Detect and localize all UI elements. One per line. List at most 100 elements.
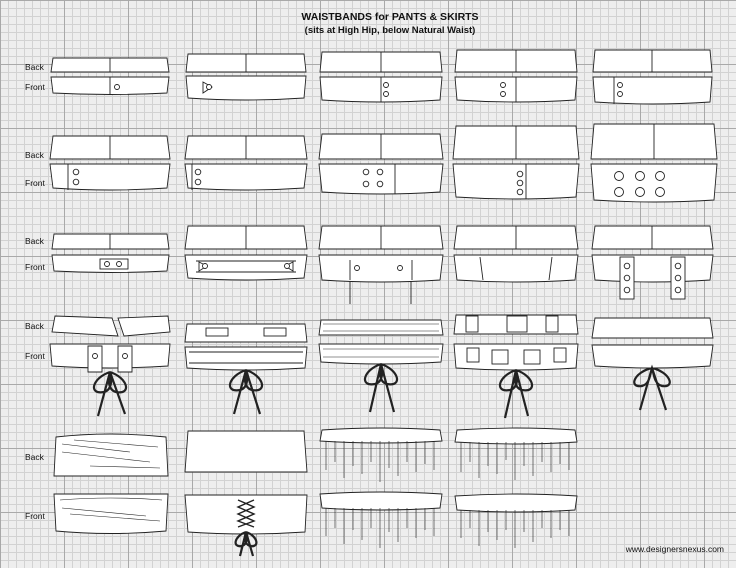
waistband-r4c1 xyxy=(49,315,171,417)
waistband-r5c4 xyxy=(454,427,578,548)
back-band xyxy=(53,433,169,477)
row3-back-label: Back xyxy=(25,236,44,246)
button xyxy=(655,171,665,181)
button xyxy=(383,82,389,88)
front-band xyxy=(49,343,171,369)
button xyxy=(284,263,290,269)
row2-front-label: Front xyxy=(25,178,45,188)
button xyxy=(516,170,524,178)
button xyxy=(114,84,120,90)
button xyxy=(376,168,384,176)
waistband-r1c1 xyxy=(50,57,170,95)
front-band xyxy=(49,163,171,191)
waistband-r1c3 xyxy=(319,51,443,103)
tie-cord xyxy=(499,368,533,419)
waistband-r1c4 xyxy=(454,49,578,103)
tie-cord xyxy=(93,370,127,417)
button xyxy=(623,262,631,270)
button xyxy=(614,171,624,181)
front-band xyxy=(53,493,169,534)
row2-back-label: Back xyxy=(25,150,44,160)
row4-back-label: Back xyxy=(25,321,44,331)
row3-front-label: Front xyxy=(25,262,45,272)
row1-back-label: Back xyxy=(25,62,44,72)
button xyxy=(500,91,506,97)
title-text: WAISTBANDS for PANTS & SKIRTS xyxy=(301,11,479,23)
button xyxy=(194,168,202,176)
row4-front-label: Front xyxy=(25,351,45,361)
subtitle-text: (sits at High Hip, below Natural Waist) xyxy=(304,25,476,36)
front-band xyxy=(318,254,444,283)
back-band xyxy=(318,319,444,336)
front-band xyxy=(318,343,444,365)
waistband-r3c4 xyxy=(453,225,579,283)
button xyxy=(72,178,80,186)
tie-cord xyxy=(364,362,398,413)
diagram-title: WAISTBANDS for PANTS & SKIRTS (sits at H… xyxy=(200,11,580,37)
waistband-r2c3 xyxy=(318,133,444,195)
button xyxy=(617,82,623,88)
waistband-r2c1 xyxy=(49,135,171,191)
back-band xyxy=(184,323,308,343)
button xyxy=(104,261,110,267)
button-tab xyxy=(99,258,129,270)
front-band xyxy=(184,494,308,535)
waistband-r4c3 xyxy=(318,319,444,413)
button xyxy=(92,353,98,359)
button xyxy=(354,265,360,271)
button xyxy=(623,286,631,294)
front-band xyxy=(590,163,718,203)
button xyxy=(383,91,389,97)
back-collar xyxy=(51,315,119,337)
tie-cord xyxy=(229,368,263,415)
front-band xyxy=(591,254,714,283)
button xyxy=(202,263,208,269)
front-band xyxy=(591,344,714,369)
front-band xyxy=(318,163,444,195)
row5-front-label: Front xyxy=(25,511,45,521)
front-band xyxy=(453,254,579,283)
button xyxy=(655,187,665,197)
button xyxy=(674,262,682,270)
back-band xyxy=(591,317,714,339)
button xyxy=(362,180,370,188)
waistband-r3c5 xyxy=(591,225,714,300)
waistband-r3c1 xyxy=(51,233,170,273)
front-band xyxy=(319,491,443,511)
waistband-r5c3 xyxy=(319,427,443,548)
front-band xyxy=(184,163,308,191)
waistband-r5c2 xyxy=(184,430,308,557)
button xyxy=(362,168,370,176)
waistband-r1c2 xyxy=(185,53,307,101)
button xyxy=(397,265,403,271)
waistband-r2c5 xyxy=(590,123,718,203)
waistband-r3c3 xyxy=(318,225,444,304)
button xyxy=(72,168,80,176)
waistband-r4c4 xyxy=(453,314,579,419)
front-band xyxy=(454,493,578,513)
tie-cord xyxy=(234,530,258,557)
button xyxy=(635,171,645,181)
back-band xyxy=(184,430,308,473)
waistband-r3c2 xyxy=(184,225,308,281)
footer-credit: www.designersnexus.com xyxy=(625,544,724,554)
row1-front-label: Front xyxy=(25,82,45,92)
back-band xyxy=(592,49,713,73)
button xyxy=(674,274,682,282)
front-band xyxy=(452,163,580,200)
button xyxy=(516,179,524,187)
button xyxy=(122,353,128,359)
button xyxy=(206,84,212,90)
button xyxy=(500,82,506,88)
back-band xyxy=(454,427,578,445)
waistband-r4c2 xyxy=(184,323,308,415)
button xyxy=(516,188,524,196)
front-band xyxy=(185,75,307,101)
button xyxy=(623,274,631,282)
button xyxy=(116,261,122,267)
row5-back-label: Back xyxy=(25,452,44,462)
waistband-r5c1 xyxy=(53,433,169,534)
back-band xyxy=(51,233,170,250)
waistband-r2c4 xyxy=(452,125,580,200)
tie-cord xyxy=(633,364,671,411)
